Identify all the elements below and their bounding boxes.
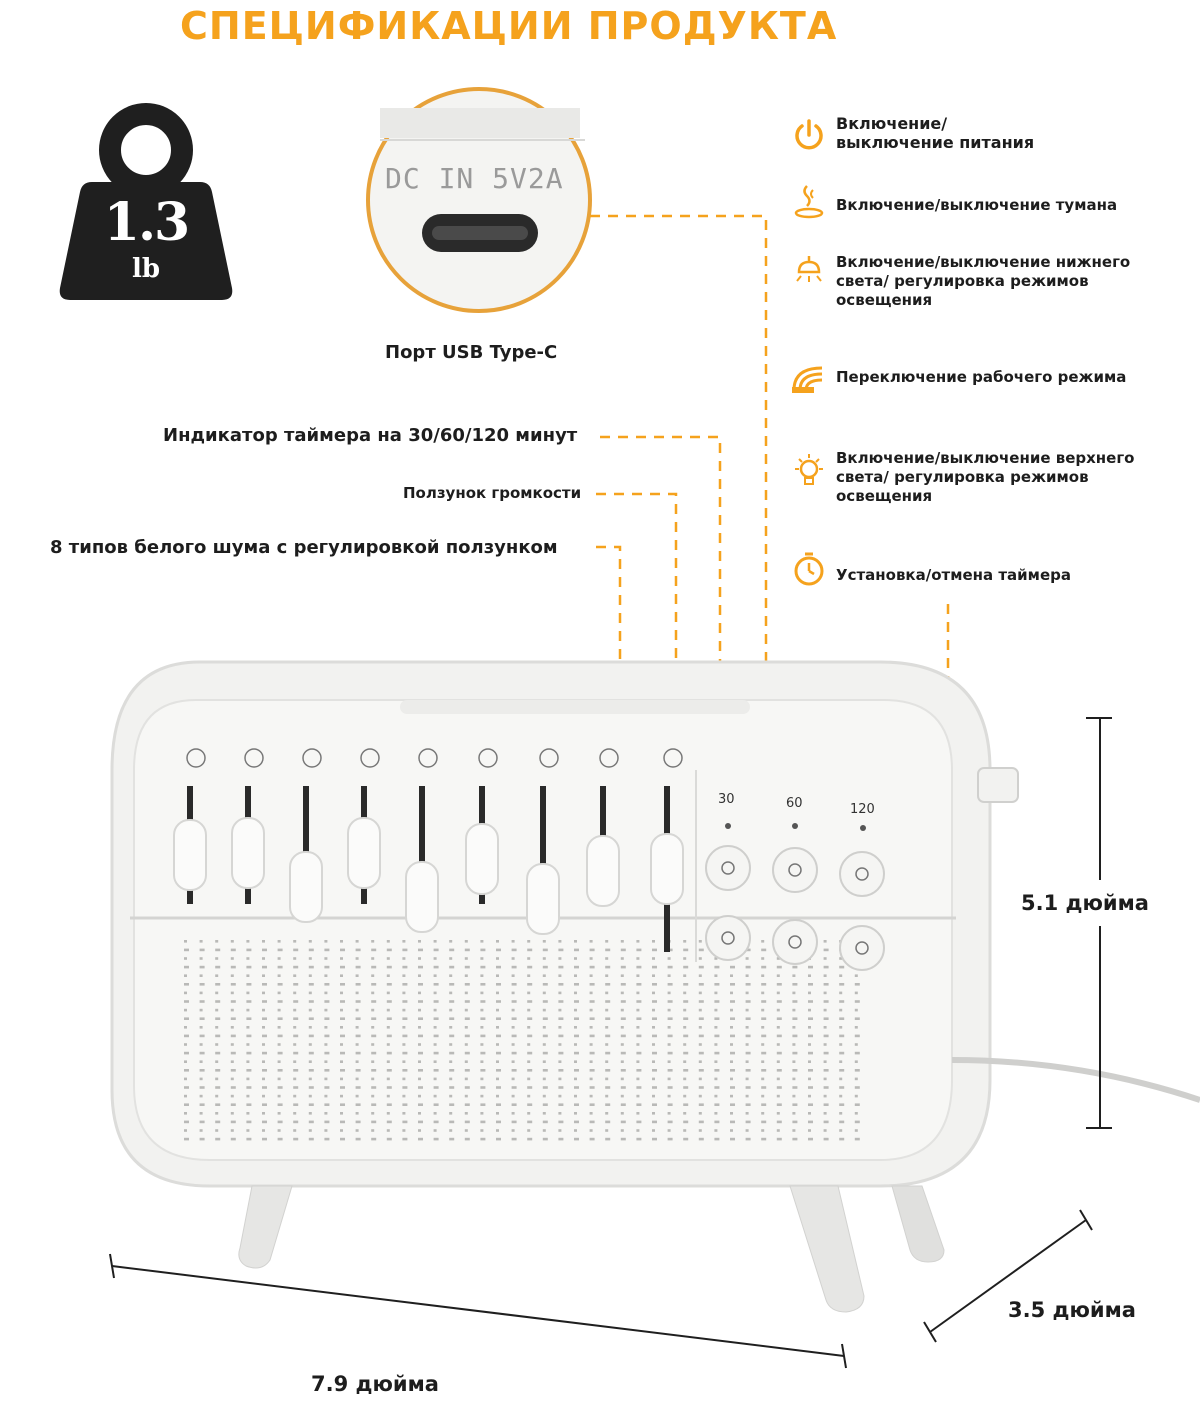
- slider-knob: [347, 817, 381, 889]
- panel-button-icon: [721, 861, 735, 875]
- sound-type-icon: [599, 748, 619, 768]
- work-mode-icon: [792, 366, 823, 393]
- mist-icon: [794, 185, 824, 219]
- sound-type-icon: [663, 748, 683, 768]
- slider-knob: [526, 863, 560, 935]
- sound-type-icon: [360, 748, 380, 768]
- feature-mist: Включение/выключение тумана: [836, 196, 1166, 215]
- feature-timer-text: Установка/отмена таймера: [836, 566, 1071, 584]
- weight-badge: 1.3 lb: [58, 104, 234, 304]
- sound-type-icon: [418, 748, 438, 768]
- feature-work-mode-text: Переключение рабочего режима: [836, 368, 1127, 386]
- port-label: DC IN 5V2A: [385, 162, 564, 195]
- panel-button-icon: [788, 863, 802, 877]
- top-light-icon: [795, 454, 823, 485]
- panel-button: [772, 847, 818, 893]
- device-body: [110, 660, 1200, 1313]
- height-dimension-line: [1086, 717, 1112, 1129]
- port-caption: Порт USB Type-C: [385, 342, 558, 363]
- page-title: СПЕЦИФИКАЦИИ ПРОДУКТА: [180, 4, 838, 48]
- sound-type-icon: [478, 748, 498, 768]
- feature-power: Включение/ выключение питания: [836, 114, 1166, 152]
- feature-power-text: Включение/ выключение питания: [836, 114, 1035, 152]
- panel-button: [772, 919, 818, 965]
- noise-sliders: [173, 748, 684, 952]
- depth-dimension-line: [923, 1209, 1093, 1343]
- panel-button-icon: [721, 931, 735, 945]
- width-dimension-line: [109, 1253, 847, 1369]
- feature-mist-text: Включение/выключение тумана: [836, 196, 1118, 214]
- speaker-grille: [184, 940, 860, 1141]
- width-dimension: 7.9 дюйма: [311, 1372, 439, 1396]
- slider-knob: [405, 861, 439, 933]
- panel-button-icon: [855, 941, 869, 955]
- sound-type-icon: [539, 748, 559, 768]
- sound-type-icon: [186, 748, 206, 768]
- feature-top-light: Включение/выключение верхнего света/ рег…: [836, 449, 1166, 506]
- slider-knob: [173, 819, 207, 891]
- timer-label-60: 60: [786, 796, 803, 811]
- feature-top-light-text: Включение/выключение верхнего света/ рег…: [836, 449, 1135, 505]
- feature-timer: Установка/отмена таймера: [836, 566, 1166, 585]
- timer-icon: [794, 552, 824, 586]
- slider-knob: [231, 817, 265, 889]
- timer-label-30: 30: [718, 792, 735, 807]
- slider-track: [303, 786, 309, 904]
- slider-knob: [289, 851, 323, 923]
- feature-bottom-light: Включение/выключение нижнего света/ регу…: [836, 253, 1166, 310]
- power-icon: [795, 119, 823, 150]
- feature-work-mode: Переключение рабочего режима: [836, 368, 1166, 387]
- weight-icon: [59, 103, 233, 300]
- panel-button: [839, 851, 885, 897]
- depth-dimension: 3.5 дюйма: [1008, 1298, 1136, 1322]
- callout-timer-indicator: Индикатор таймера на 30/60/120 минут: [163, 425, 578, 446]
- weight-value: 1.3: [103, 192, 190, 253]
- sound-type-icon: [302, 748, 322, 768]
- control-panel: [695, 770, 866, 962]
- usb-port-zoom: [366, 87, 592, 313]
- weight-unit: lb: [131, 254, 161, 284]
- panel-button-icon: [855, 867, 869, 881]
- height-dimension: 5.1 дюйма: [1021, 891, 1149, 915]
- sound-type-icon: [244, 748, 264, 768]
- slider-knob: [586, 835, 620, 907]
- panel-button: [705, 915, 751, 961]
- callout-volume-slider: Ползунок громкости: [403, 484, 582, 502]
- timer-label-120: 120: [850, 802, 875, 817]
- slider-track: [540, 786, 546, 904]
- feature-bottom-light-text: Включение/выключение нижнего света/ регу…: [836, 253, 1131, 309]
- callout-noise-types: 8 типов белого шума с регулировкой ползу…: [50, 537, 558, 558]
- slider-knob: [650, 833, 684, 905]
- panel-button-icon: [788, 935, 802, 949]
- bottom-light-icon: [796, 256, 822, 282]
- slider-knob: [465, 823, 499, 895]
- panel-button: [839, 925, 885, 971]
- slider-track: [419, 786, 425, 904]
- panel-button: [705, 845, 751, 891]
